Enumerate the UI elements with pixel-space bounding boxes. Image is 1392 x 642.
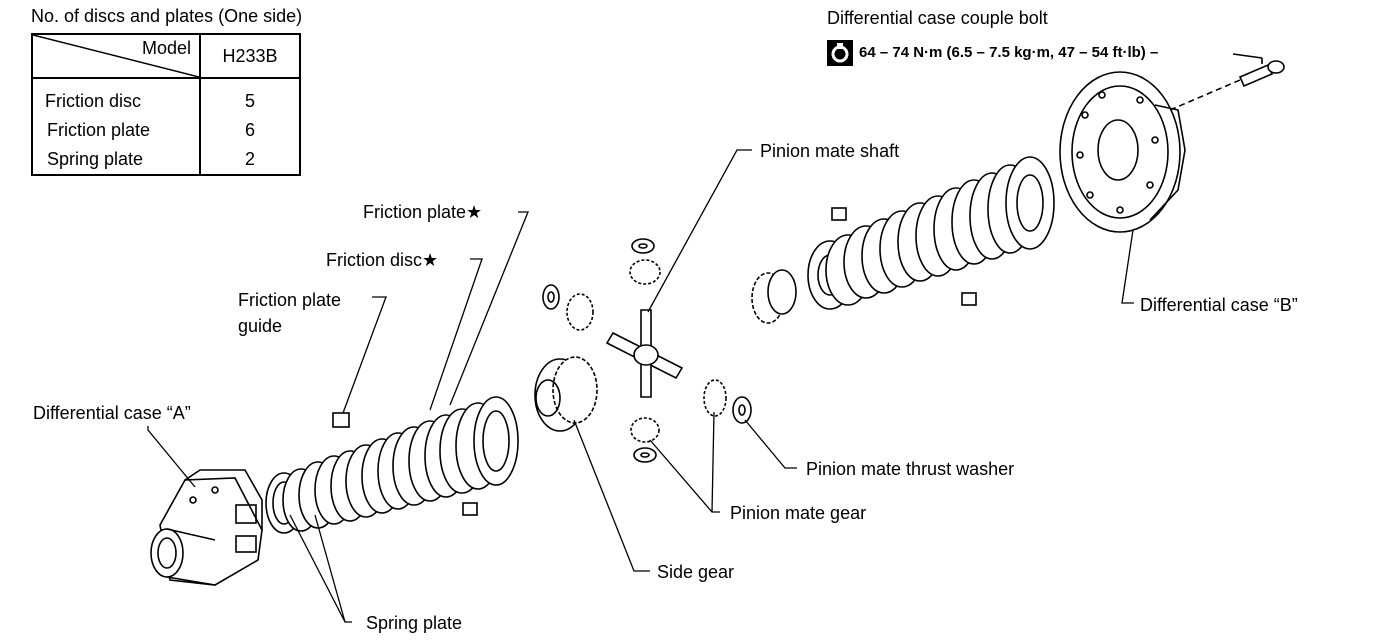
spec-row-name: Friction disc — [45, 91, 142, 111]
pinion-gear-1 — [566, 293, 594, 331]
pinion-gear-4 — [703, 379, 727, 417]
label-spring-plate: Spring plate — [366, 613, 463, 633]
spec-table: Model H233B Friction disc Friction plate… — [31, 33, 301, 176]
label-differential-case-b: Differential case “B” — [1140, 295, 1298, 315]
pinion-gear-2 — [629, 259, 661, 285]
friction-plate-guide-a — [332, 412, 350, 428]
side-gear-a — [534, 356, 598, 432]
label-friction-plate-guide: Friction plate — [238, 290, 342, 310]
leader-lines — [147, 149, 1134, 623]
clutch-pack-a — [265, 396, 519, 534]
spec-row-value: 6 — [244, 120, 255, 140]
couple-bolt — [1169, 53, 1285, 111]
label-pinion-mate-thrust-washer: Pinion mate thrust washer — [806, 459, 1015, 479]
spec-header-model-cell: Model — [31, 33, 201, 79]
label-side-gear: Side gear — [657, 562, 735, 582]
bolt-torque: 64 – 74 N·m (6.5 – 7.5 kg·m, 47 – 54 ft·… — [827, 40, 1158, 66]
friction-plate-guide-b2 — [961, 292, 977, 306]
clutch-pack-b — [807, 156, 1055, 310]
thrust-washer-1 — [542, 284, 560, 310]
thrust-washer-2 — [631, 238, 655, 254]
spec-table-body: Friction disc Friction plate Spring plat… — [31, 77, 301, 176]
differential-case-b — [1059, 71, 1186, 233]
torque-wrench-icon — [827, 40, 853, 66]
spec-row-name: Spring plate — [47, 149, 144, 169]
label-friction-plate-star: Friction plate★ — [363, 202, 483, 222]
label-pinion-mate-shaft: Pinion mate shaft — [760, 141, 900, 161]
bolt-title: Differential case couple bolt — [827, 8, 1048, 28]
label-pinion-mate-gear: Pinion mate gear — [730, 503, 867, 523]
spec-values-cell: 5 6 2 — [199, 77, 301, 176]
thrust-washer-4 — [732, 396, 752, 424]
label-friction-plate-guide-line2: guide — [238, 316, 283, 336]
spec-header-label: Model — [141, 38, 191, 58]
header-diagonal — [33, 35, 199, 77]
spec-names-cell: Friction disc Friction plate Spring plat… — [31, 77, 201, 176]
differential-case-a — [150, 469, 263, 586]
spec-header-model: H233B — [199, 33, 301, 79]
friction-plate-guide-b — [831, 207, 847, 221]
spec-table-title: No. of discs and plates (One side) — [31, 6, 303, 26]
label-differential-case-a: Differential case “A” — [33, 403, 191, 423]
spec-row-value: 2 — [244, 149, 255, 169]
friction-plate-guide-a2 — [462, 502, 478, 516]
spec-row-name: Friction plate — [47, 120, 151, 140]
spec-row-value: 5 — [244, 91, 255, 111]
label-friction-disc-star: Friction disc★ — [326, 250, 439, 270]
pinion-gear-3 — [630, 417, 660, 443]
pinion-mate-shaft — [605, 309, 684, 398]
side-gear-b — [751, 269, 797, 324]
bolt-torque-value: 64 – 74 N·m (6.5 – 7.5 kg·m, 47 – 54 ft·… — [859, 44, 1159, 61]
thrust-washer-3 — [633, 447, 657, 463]
spec-table-header-row: Model H233B — [31, 33, 301, 79]
